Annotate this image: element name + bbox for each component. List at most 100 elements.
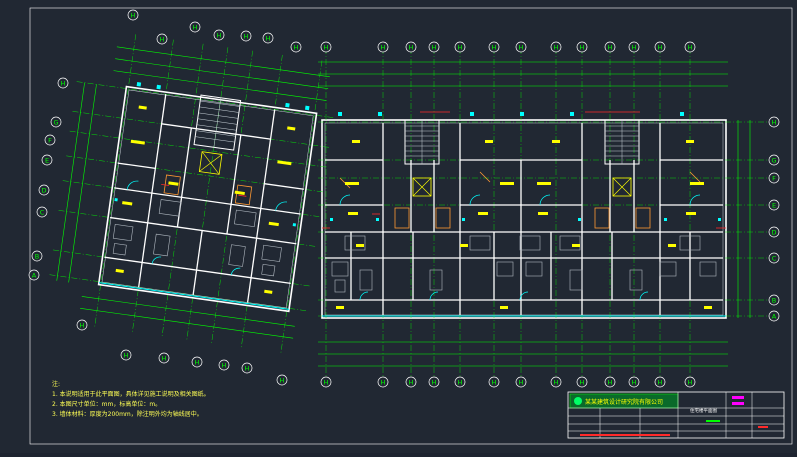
svg-text:H: H (160, 35, 165, 43)
axis-bubble-row-left: H (57, 77, 69, 89)
svg-text:H: H (195, 358, 200, 366)
axis-bubble-top-right: H (405, 41, 417, 53)
axis-bubble-top-right: H (654, 41, 666, 53)
svg-text:F: F (48, 136, 52, 144)
axis-bubble-bottom-right: H (604, 376, 616, 388)
axis-bubble-bottom-right: H (576, 376, 588, 388)
axis-bubble-row-left: D (38, 184, 50, 196)
notes-heading: 注: (52, 381, 61, 388)
svg-text:A: A (772, 312, 777, 320)
general-notes: 注: 1. 本说明适用于此平面图，具体详见施工说明及相关图纸。 2. 本图尺寸单… (52, 380, 210, 420)
axis-bubble-top-right: H (628, 41, 640, 53)
svg-text:B: B (35, 252, 39, 260)
axis-bubble-top-left: H (189, 21, 201, 33)
axis-bubble-top-right: H (320, 41, 332, 53)
axis-bubble-row-left: C (36, 206, 48, 218)
svg-text:H: H (658, 43, 663, 51)
axis-bubble-top-left: H (156, 33, 168, 45)
svg-text:H: H (772, 118, 777, 126)
svg-text:H: H (222, 361, 227, 369)
svg-text:H: H (458, 43, 463, 51)
title-block-company: 某某建筑设计研究院有限公司 (585, 398, 663, 406)
svg-text:H: H (432, 378, 437, 386)
axis-bubble-row-left: F (44, 134, 56, 146)
axis-bubble-top-right: H (428, 41, 440, 53)
svg-text:H: H (409, 378, 414, 386)
axis-bubble-top-right: H (604, 41, 616, 53)
axis-bubble-bottom-right: H (684, 376, 696, 388)
axis-bubble-row-right: H (768, 116, 780, 128)
svg-text:H: H (432, 43, 437, 51)
svg-text:H: H (266, 34, 271, 42)
axis-bubble-bottom-right: H (405, 376, 417, 388)
svg-text:H: H (688, 378, 693, 386)
axis-bubble-top-left: H (240, 30, 252, 42)
axis-bubble-bottom-right: H (628, 376, 640, 388)
axis-bubble-row-right: E (768, 199, 780, 211)
svg-text:D: D (41, 186, 46, 194)
svg-text:H: H (280, 376, 285, 384)
svg-text:H: H (608, 378, 613, 386)
svg-text:H: H (658, 378, 663, 386)
svg-text:H: H (580, 43, 585, 51)
svg-text:D: D (771, 228, 776, 236)
axis-bubble-row-left: A (28, 269, 40, 281)
axis-bubble-bottom-left: H (218, 359, 230, 371)
axis-bubble-bottom-right: H (488, 376, 500, 388)
axis-bubble-top-right: H (576, 41, 588, 53)
axis-bubble-row-left: E (41, 154, 53, 166)
axis-bubble-top-left: H (262, 32, 274, 44)
svg-text:A: A (32, 271, 37, 279)
notes-line-1: 1. 本说明适用于此平面图，具体详见施工说明及相关图纸。 (52, 391, 210, 398)
svg-text:G: G (53, 118, 58, 126)
svg-text:H: H (381, 378, 386, 386)
axis-bubble-top-left: H (290, 41, 302, 53)
axis-bubble-top-left: H (127, 9, 139, 21)
axis-bubble-row-right: F (768, 172, 780, 184)
svg-text:H: H (519, 43, 524, 51)
svg-text:H: H (554, 378, 559, 386)
axis-bubble-top-left: H (213, 29, 225, 41)
svg-text:H: H (580, 378, 585, 386)
axis-bubble-bottom-left: H (120, 349, 132, 361)
axis-bubble-row-right: C (768, 252, 780, 264)
axis-bubble-bottom-right: H (428, 376, 440, 388)
axis-bubble-bottom-right: H (454, 376, 466, 388)
svg-text:E: E (45, 156, 49, 164)
axis-bubble-top-right: H (488, 41, 500, 53)
svg-text:F: F (772, 174, 776, 182)
axis-bubble-row-right: D (768, 226, 780, 238)
svg-text:H: H (324, 43, 329, 51)
axis-bubble-row-left: B (31, 250, 43, 262)
svg-text:H: H (492, 378, 497, 386)
svg-text:H: H (458, 378, 463, 386)
svg-text:H: H (294, 43, 299, 51)
svg-text:H: H (131, 11, 136, 19)
svg-text:E: E (772, 201, 776, 209)
left-floor-plan (49, 34, 335, 353)
axis-bubble-bottom-left: H (191, 356, 203, 368)
axis-bubble-bottom-right: H (515, 376, 527, 388)
axis-bubble-bottom-left: H (158, 352, 170, 364)
axis-bubble-bottom-right: H (320, 376, 332, 388)
axis-bubble-bottom-left: H (276, 374, 288, 386)
axis-bubble-bottom-left: H (241, 362, 253, 374)
svg-text:H: H (554, 43, 559, 51)
svg-text:G: G (771, 156, 776, 164)
svg-text:H: H (162, 354, 167, 362)
axis-bubble-row-right: B (768, 294, 780, 306)
svg-text:H: H (244, 32, 249, 40)
axis-bubble-top-right: H (515, 41, 527, 53)
notes-line-2: 2. 本图尺寸单位：mm，标高单位：m。 (52, 401, 162, 408)
axis-bubble-top-right: H (684, 41, 696, 53)
axis-bubble-top-right: H (550, 41, 562, 53)
axis-bubble-row-right: G (768, 154, 780, 166)
axis-bubble-top-right: H (454, 41, 466, 53)
svg-text:H: H (688, 43, 693, 51)
svg-text:H: H (217, 31, 222, 39)
title-block-drawing-name: 住宅楼平面图 (690, 407, 717, 414)
svg-text:H: H (632, 43, 637, 51)
svg-text:C: C (772, 254, 777, 262)
title-block: 某某建筑设计研究院有限公司 住宅楼平面图 (567, 391, 785, 439)
